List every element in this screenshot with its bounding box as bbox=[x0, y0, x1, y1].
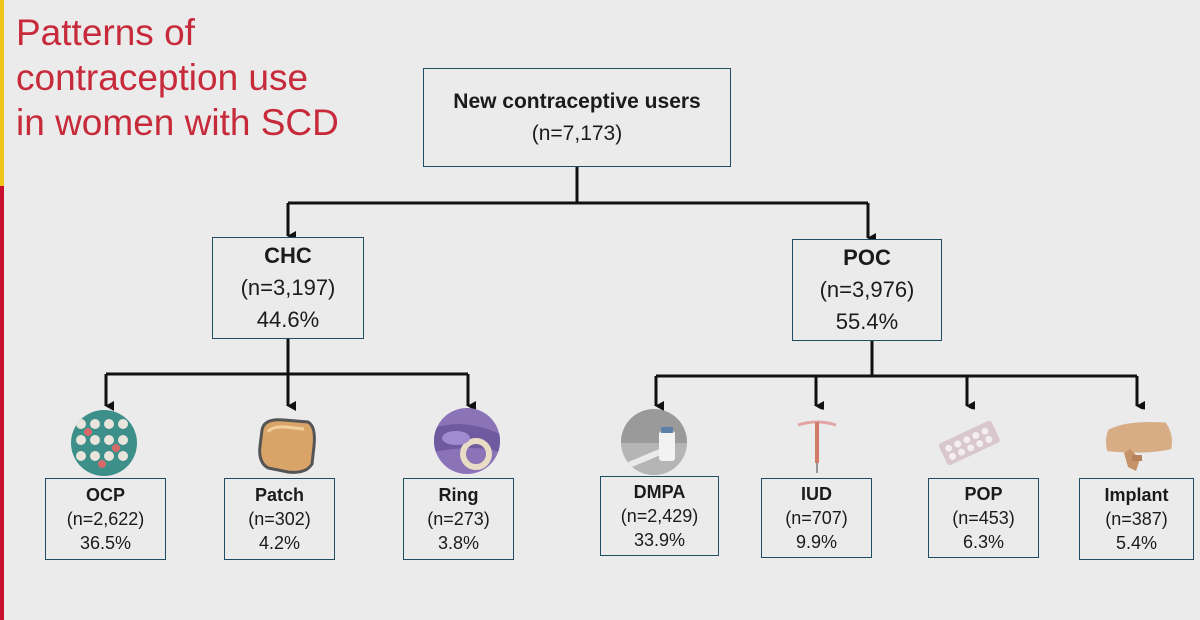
root-node-box: New contraceptive users (n=7,173) bbox=[423, 68, 731, 167]
edge-accent-strip bbox=[0, 0, 4, 620]
leaf-count: (n=273) bbox=[427, 509, 490, 529]
title-line-1: Patterns of bbox=[16, 12, 195, 53]
vaginal-ring-icon bbox=[434, 408, 500, 474]
leaf-label: DMPA bbox=[633, 482, 686, 502]
leaf-percent: 6.3% bbox=[962, 532, 1005, 552]
leaf-node-patch: Patch (n=302) 4.2% bbox=[224, 478, 335, 560]
leaf-percent: 33.9% bbox=[633, 530, 686, 550]
poc-node-percent: 55.4% bbox=[835, 309, 899, 334]
leaf-label: Implant bbox=[1104, 485, 1169, 505]
leaf-node-implant: Implant (n=387) 5.4% bbox=[1079, 478, 1194, 560]
leaf-count: (n=2,622) bbox=[66, 509, 145, 529]
chc-node-box: CHC (n=3,197) 44.6% bbox=[212, 237, 364, 339]
leaf-percent: 36.5% bbox=[79, 533, 132, 553]
leaf-node-iud: IUD (n=707) 9.9% bbox=[761, 478, 872, 558]
title-line-2: contraception use bbox=[16, 57, 309, 98]
leaf-label: OCP bbox=[85, 485, 125, 505]
poc-node-box: POC (n=3,976) 55.4% bbox=[792, 239, 942, 341]
chc-node-percent: 44.6% bbox=[256, 307, 320, 332]
leaf-count: (n=2,429) bbox=[620, 506, 699, 526]
leaf-percent: 4.2% bbox=[258, 533, 301, 553]
leaf-node-ring: Ring (n=273) 3.8% bbox=[403, 478, 514, 560]
poc-node-label: POC bbox=[843, 245, 891, 270]
patch-icon bbox=[254, 412, 320, 478]
leaf-percent: 5.4% bbox=[1115, 533, 1158, 553]
leaf-node-dmpa: DMPA (n=2,429) 33.9% bbox=[600, 476, 719, 556]
title-line-3: in women with SCD bbox=[16, 102, 339, 143]
leaf-count: (n=453) bbox=[952, 508, 1015, 528]
pill-strip-icon bbox=[936, 409, 1002, 475]
injection-vial-icon bbox=[621, 409, 687, 475]
root-node-label: New contraceptive users bbox=[453, 89, 701, 113]
leaf-label: Ring bbox=[438, 485, 479, 505]
chc-node-count: (n=3,197) bbox=[240, 275, 336, 300]
arm-implant-icon bbox=[1106, 409, 1172, 475]
leaf-percent: 9.9% bbox=[795, 532, 838, 552]
leaf-label: IUD bbox=[801, 484, 832, 504]
leaf-count: (n=302) bbox=[248, 509, 311, 529]
root-node-count: (n=7,173) bbox=[531, 121, 623, 145]
leaf-label: POP bbox=[964, 484, 1003, 504]
iud-icon bbox=[784, 409, 850, 475]
leaf-count: (n=707) bbox=[785, 508, 848, 528]
leaf-node-pop: POP (n=453) 6.3% bbox=[928, 478, 1039, 558]
poc-node-count: (n=3,976) bbox=[819, 277, 915, 302]
chc-node-label: CHC bbox=[264, 243, 312, 268]
leaf-label: Patch bbox=[254, 485, 305, 505]
leaf-count: (n=387) bbox=[1105, 509, 1168, 529]
leaf-percent: 3.8% bbox=[437, 533, 480, 553]
slide-title: Patterns of contraception use in women w… bbox=[16, 10, 339, 145]
leaf-node-ocp: OCP (n=2,622) 36.5% bbox=[45, 478, 166, 560]
pill-pack-icon bbox=[71, 410, 137, 476]
